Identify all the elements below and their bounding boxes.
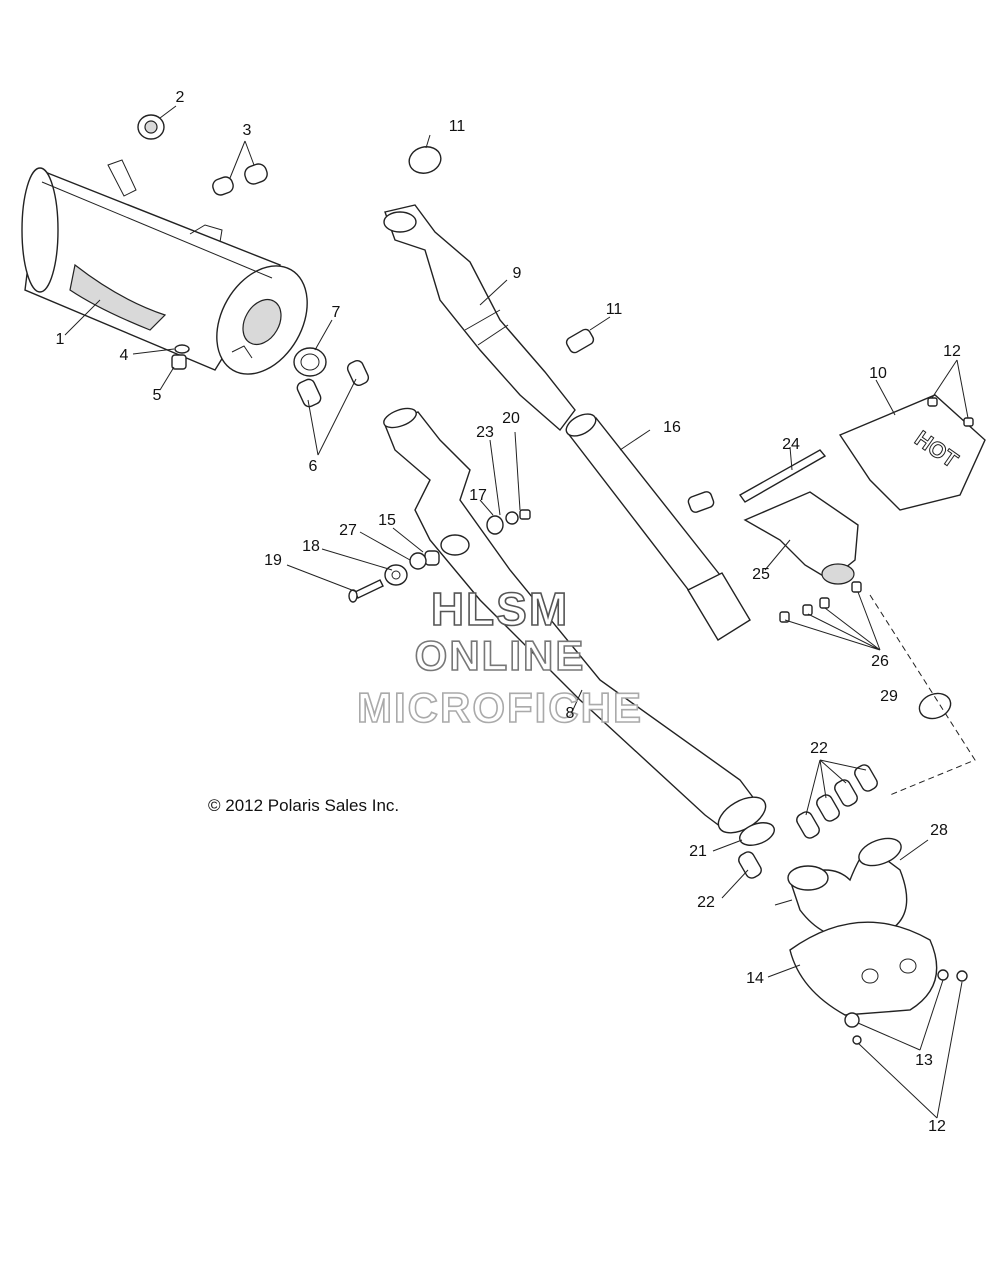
clamps-drawing (408, 146, 715, 513)
watermark-line-1: HLSM (430, 582, 570, 636)
copyright-text: © 2012 Polaris Sales Inc. (208, 796, 400, 815)
callout-24: 24 (782, 436, 800, 453)
callout-1: 1 (55, 331, 65, 348)
callout-11-mid: 11 (605, 301, 623, 318)
callout-17: 17 (469, 487, 487, 504)
callout-13: 13 (915, 1052, 933, 1069)
callout-22-bottom: 22 (697, 894, 715, 911)
callout-12-top: 12 (943, 343, 961, 360)
watermark-line-2: ONLINE (414, 631, 586, 680)
pipe-16-drawing (565, 413, 751, 641)
spring-gasket-drawing (293, 347, 370, 408)
callout-9: 9 (512, 265, 522, 282)
grommet-drawing (137, 114, 165, 140)
callout-7: 7 (331, 304, 341, 321)
pipe-8-drawing (383, 407, 767, 834)
callout-6: 6 (308, 458, 318, 475)
head-pipe-drawing (383, 204, 576, 432)
callout-22-top: 22 (810, 740, 828, 757)
callout-26: 26 (871, 653, 889, 670)
small-hardware-drawing (348, 509, 531, 603)
callout-11-top: 11 (448, 118, 466, 135)
callout-19: 19 (264, 552, 282, 569)
hardware-12-13-drawing (844, 969, 968, 1045)
callout-29: 29 (880, 688, 898, 705)
callout-10: 10 (869, 365, 887, 382)
callout-16: 16 (663, 419, 681, 436)
callout-8: 8 (565, 705, 575, 722)
leader-lines (64, 105, 969, 1119)
cap-29-drawing (918, 692, 952, 720)
gasket-21-drawing (739, 822, 775, 846)
heat-shield-14-drawing (789, 921, 938, 1016)
callout-21: 21 (689, 843, 707, 860)
callout-14: 14 (746, 970, 764, 987)
callout-25: 25 (752, 566, 770, 583)
callout-12-bottom: 12 (928, 1118, 946, 1135)
isolators-drawing (212, 163, 268, 196)
muffler-drawing (21, 159, 308, 375)
bolt-washer-drawing (171, 344, 190, 370)
manifold-drawing (738, 449, 862, 623)
callout-4: 4 (119, 347, 129, 364)
callout-27: 27 (339, 522, 357, 539)
callout-2: 2 (175, 89, 185, 106)
callout-15: 15 (378, 512, 396, 529)
callout-23: 23 (476, 424, 494, 441)
callout-5: 5 (152, 387, 162, 404)
center-line (869, 594, 976, 796)
watermark-line-3: MICROFICHE (356, 683, 643, 732)
callout-18: 18 (302, 538, 320, 555)
heat-shield-10-drawing: HOT (838, 394, 986, 511)
elbow-springs-drawing (738, 764, 908, 940)
callout-3: 3 (242, 122, 252, 139)
callout-20: 20 (502, 410, 520, 427)
callout-28: 28 (930, 822, 948, 839)
